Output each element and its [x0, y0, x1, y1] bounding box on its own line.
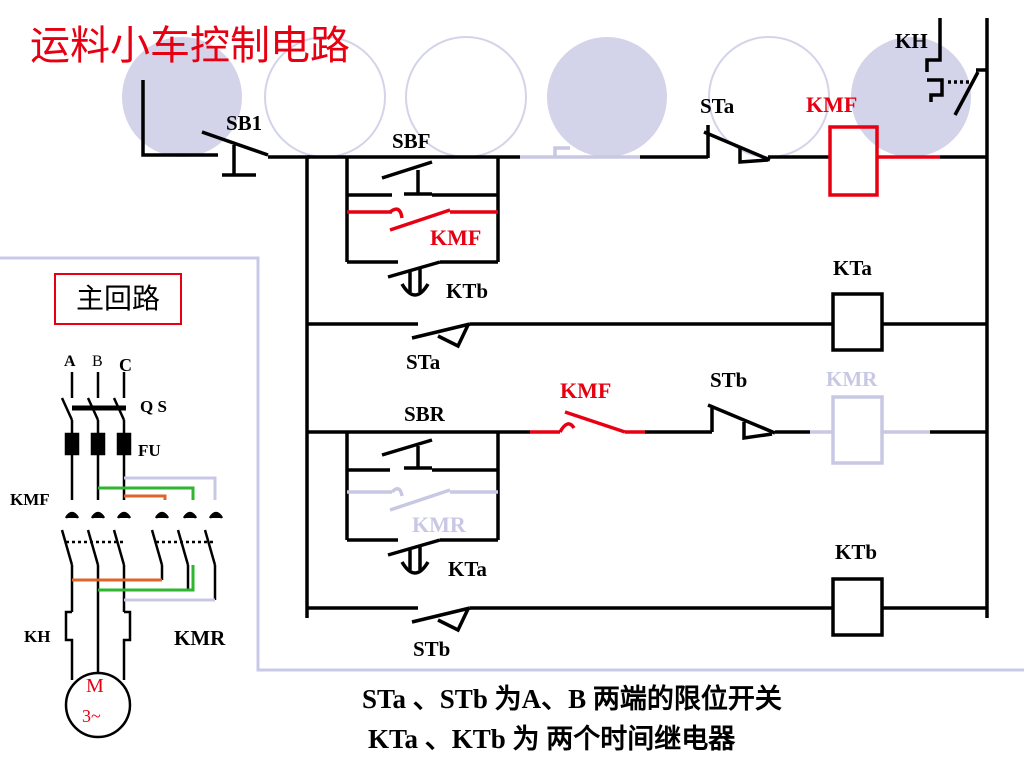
- sbr-contact: [381, 438, 433, 457]
- sta2-actuator: [437, 324, 470, 349]
- orange-wire-top: [124, 494, 167, 500]
- label-kmf-coil: KMF: [806, 92, 858, 117]
- decorative-circles: [122, 36, 971, 158]
- kmf-blade-b: [86, 529, 100, 566]
- ktb-timer-arc: [400, 283, 430, 297]
- panel-borders: [0, 256, 1024, 672]
- control-circuit-wiring: [141, 18, 989, 637]
- label-motor-type: 3~: [82, 706, 101, 726]
- label-kta-contact: KTa: [448, 557, 487, 581]
- label-phase-b: B: [92, 353, 103, 370]
- kmr-blade-c: [203, 529, 217, 566]
- label-stb-ktb: STb: [413, 637, 451, 661]
- label-kmf-main: KMF: [10, 490, 50, 509]
- kmr-blade-b: [176, 529, 190, 566]
- label-kmr-main: KMR: [174, 626, 226, 650]
- label-sta-kta: STa: [406, 350, 441, 374]
- kh-bracket: [925, 18, 942, 72]
- label-kmr-coil: KMR: [826, 367, 878, 391]
- kmf-interlock-contact: [564, 410, 626, 434]
- label-kh-main: KH: [24, 627, 51, 646]
- kmf-main-a: [64, 511, 80, 519]
- stb-contact: [707, 403, 776, 435]
- label-kmf-hold: KMF: [430, 225, 482, 250]
- slide-title: 运料小车控制电路: [30, 23, 350, 69]
- label-fu: FU: [138, 441, 161, 460]
- label-sb1: SB1: [226, 111, 263, 135]
- label-kmr-hold: KMR: [412, 512, 466, 537]
- kmf-blade-c: [112, 529, 126, 566]
- note-timers: KTa 、KTb 为 两个时间继电器: [368, 724, 736, 754]
- kta-coil: [831, 292, 884, 352]
- left-supply-wire: [141, 80, 218, 157]
- kh-thermal: [927, 78, 944, 102]
- kmr-main-c: [208, 511, 224, 519]
- decor-circle: [122, 37, 242, 157]
- kmf-main-b: [90, 511, 106, 519]
- kmr-coil: [831, 395, 884, 465]
- kmf-coil: [828, 125, 879, 197]
- sta2-contact: [411, 322, 471, 340]
- kmr-hold-hook: [390, 487, 404, 497]
- kmf-blade-a: [60, 529, 74, 566]
- ktb-coil: [831, 577, 884, 637]
- fuse-a: [64, 432, 80, 456]
- note-limit-switches: STa 、STb 为A、B 两端的限位开关: [362, 684, 782, 714]
- sb1-contact: [201, 130, 269, 157]
- green-wire-bottom: [98, 565, 195, 592]
- sbf-contact: [381, 160, 433, 180]
- main-circuit-interlock-wiring: [72, 476, 217, 602]
- kmf-hold-contact: [389, 208, 451, 232]
- faded-wire-top: [124, 476, 217, 500]
- ktb-contact: [387, 260, 441, 279]
- label-motor-m: M: [86, 675, 104, 697]
- kta-timer-arc: [400, 561, 430, 575]
- kta-contact: [387, 538, 441, 557]
- kh-element-a: [64, 610, 74, 680]
- qs-blade-a: [60, 397, 74, 421]
- main-circuit-panel-border: [0, 256, 1024, 672]
- kh-contact: [953, 71, 980, 116]
- label-kh: KH: [895, 29, 928, 53]
- fuse-b: [90, 432, 106, 456]
- stb2-actuator: [437, 608, 470, 633]
- faded-elements: [347, 146, 930, 512]
- sta-actuator: [738, 148, 769, 164]
- decor-circle: [547, 37, 667, 157]
- label-qs: Q S: [140, 397, 167, 416]
- kmf-hold-hook: [388, 207, 404, 219]
- label-stb-series: STb: [710, 368, 748, 392]
- fuse-c: [116, 432, 132, 456]
- main-circuit-label: 主回路: [54, 273, 182, 325]
- sta-contact: [703, 130, 771, 162]
- kmf-main-c: [116, 511, 132, 519]
- stb-actuator: [742, 422, 773, 441]
- label-sta-series: STa: [700, 94, 735, 118]
- label-phase-c: C: [119, 355, 132, 375]
- green-wire-top: [98, 486, 195, 500]
- motor-circle: [64, 671, 132, 739]
- kmr-blade-a: [150, 529, 164, 566]
- kmr-main-b: [182, 511, 198, 519]
- kmr-main-a: [154, 511, 170, 519]
- label-phase-a: A: [64, 353, 76, 370]
- label-sbf: SBF: [392, 129, 431, 153]
- label-kmf-interlock: KMF: [560, 378, 612, 403]
- label-ktb-coil: KTb: [835, 540, 878, 564]
- kmr-hold-contact: [389, 488, 451, 512]
- label-kta-coil: KTa: [833, 256, 872, 280]
- kmf-interlock-hook: [558, 422, 576, 433]
- highlighted-elements: [347, 125, 940, 434]
- label-ktb-contact: KTb: [446, 279, 489, 303]
- kh-element-c: [122, 610, 132, 680]
- stb2-contact: [411, 606, 471, 624]
- rung1-faded-mark: [553, 146, 570, 157]
- decor-circle: [851, 37, 971, 157]
- label-sbr: SBR: [404, 402, 445, 426]
